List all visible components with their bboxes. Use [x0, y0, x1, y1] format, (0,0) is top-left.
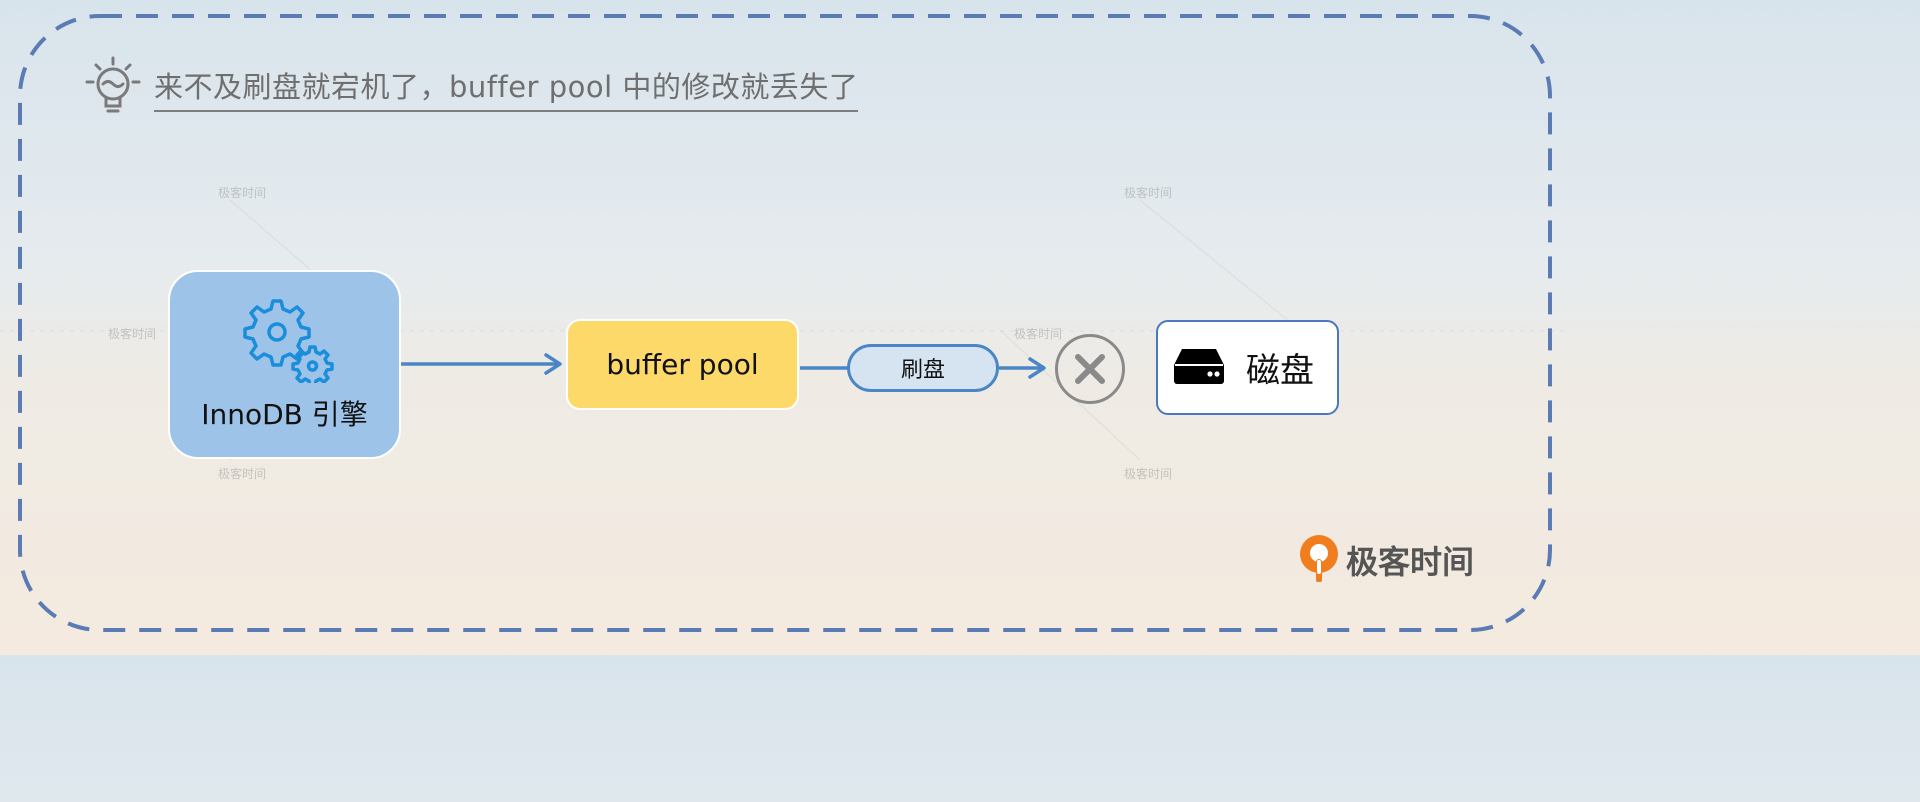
title: 来不及刷盘就宕机了，buffer pool 中的修改就丢失了: [154, 64, 859, 112]
innodb-label: InnoDB 引擎: [201, 397, 368, 431]
watermark: 极客时间: [218, 467, 267, 481]
cross-circle-icon: [1055, 334, 1125, 404]
dashed-frame: [18, 14, 1552, 632]
watermark: 极客时间: [1014, 327, 1063, 341]
brand-text: 极客时间: [1346, 543, 1475, 581]
innodb-engine-node: InnoDB 引擎: [168, 270, 401, 459]
hard-drive-icon: [1172, 347, 1226, 389]
arrow-flush-to-fail: [998, 357, 1046, 379]
watermark: 极客时间: [1124, 467, 1173, 481]
lightbulb-icon: [84, 56, 142, 120]
gears-icon: [235, 297, 335, 388]
disk-label: 磁盘: [1246, 351, 1314, 391]
watermark: 极客时间: [108, 327, 157, 341]
arrow-innodb-to-buffer-pool: [400, 353, 562, 375]
geektime-logo-icon: [1298, 534, 1340, 586]
flush-label-pill: 刷盘: [847, 344, 999, 392]
watermark: 极客时间: [218, 186, 267, 200]
title-row: 来不及刷盘就宕机了，buffer pool 中的修改就丢失了: [84, 56, 859, 120]
disk-node: 磁盘: [1156, 320, 1339, 415]
watermark: 极客时间: [1124, 186, 1173, 200]
brand-logo: 极客时间: [1298, 534, 1474, 586]
buffer-pool-label: buffer pool: [606, 348, 759, 381]
flush-label: 刷盘: [900, 358, 945, 383]
buffer-pool-node: buffer pool: [566, 319, 799, 410]
